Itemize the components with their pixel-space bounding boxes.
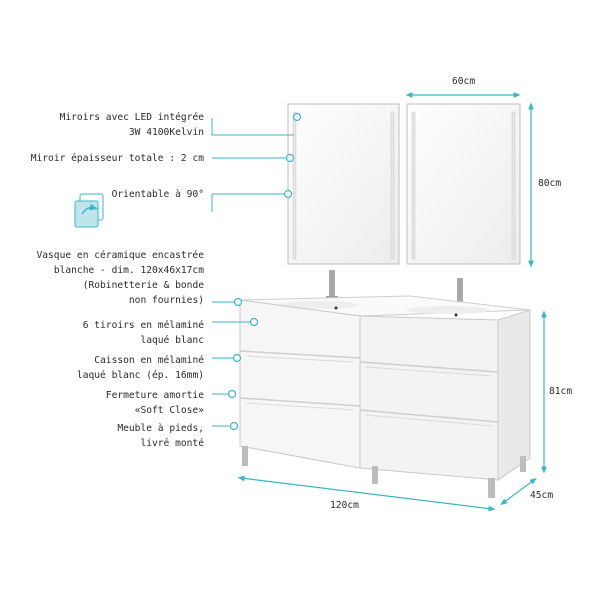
rotate-icon bbox=[74, 193, 104, 228]
dim-cabinet-height: 81cm bbox=[549, 386, 573, 397]
cabinet-left bbox=[239, 299, 361, 469]
label-basin: Vasque en céramique encastrée blanche - … bbox=[36, 250, 204, 306]
label-orientable: Orientable à 90° bbox=[111, 189, 204, 200]
dimension-arrows bbox=[237, 92, 547, 512]
cabinet-right bbox=[359, 315, 499, 481]
label-led-mirrors: Miroirs avec LED intégrée 3W 4100Kelvin bbox=[59, 112, 204, 138]
cabinet-side bbox=[497, 309, 531, 481]
dim-cabinet-width: 120cm bbox=[330, 500, 359, 511]
label-mirror-thickness: Miroir épaisseur totale : 2 cm bbox=[30, 153, 204, 164]
label-casing: Caisson en mélaminé laqué blanc (ép. 16m… bbox=[76, 355, 204, 381]
mirror-right bbox=[406, 103, 521, 265]
label-soft-close: Fermeture amortie «Soft Close» bbox=[105, 390, 204, 416]
label-drawers: 6 tiroirs en mélaminé laqué blanc bbox=[82, 320, 204, 346]
cabinet-depth-arrow bbox=[500, 477, 537, 506]
dim-cabinet-depth: 45cm bbox=[530, 490, 554, 501]
callout-dots bbox=[227, 112, 302, 431]
dim-mirror-width: 60cm bbox=[452, 76, 476, 87]
faucet-left bbox=[326, 270, 338, 300]
dim-mirror-height: 80cm bbox=[538, 178, 562, 189]
label-legs: Meuble à pieds, livré monté bbox=[117, 423, 204, 449]
mirror-left bbox=[287, 103, 400, 265]
cabinet-width-arrow bbox=[237, 475, 496, 512]
